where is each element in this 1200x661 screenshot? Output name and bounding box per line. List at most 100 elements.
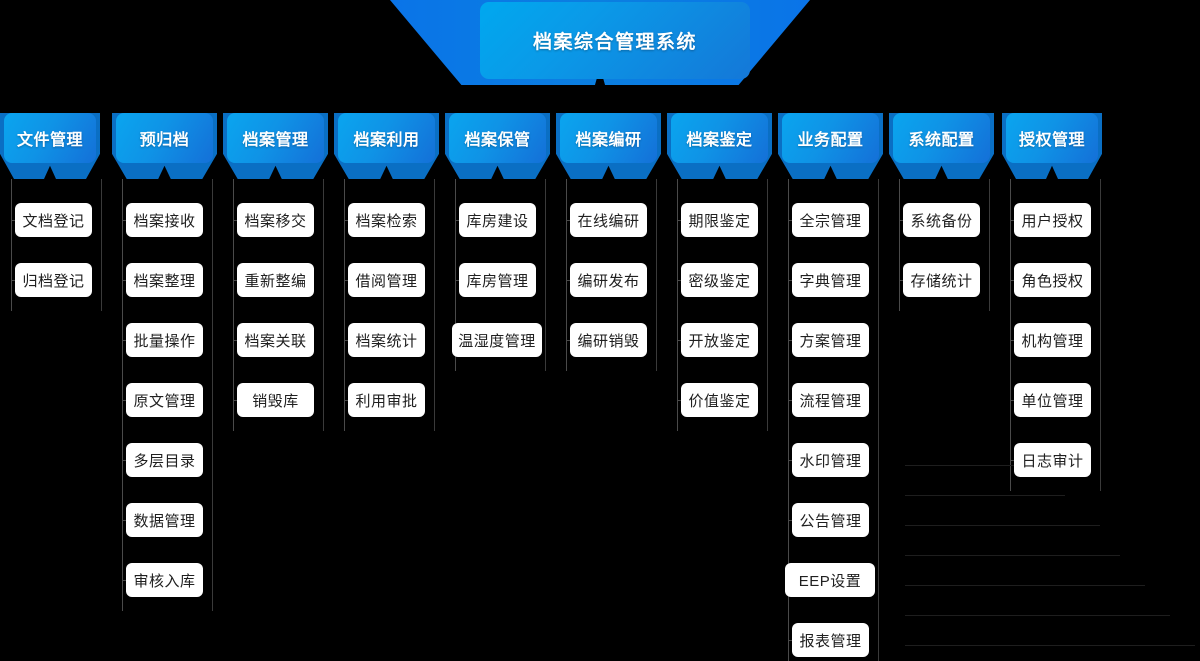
menu-item[interactable]: 库房管理	[459, 263, 536, 297]
menu-item[interactable]: 数据管理	[126, 503, 203, 537]
connector-rail-2	[905, 525, 1100, 526]
menu-item[interactable]: 角色授权	[1014, 263, 1091, 297]
category-banner-plate: 文件管理	[4, 113, 96, 163]
menu-item[interactable]: 多层目录	[126, 443, 203, 477]
menu-item[interactable]: 借阅管理	[348, 263, 425, 297]
menu-item[interactable]: 字典管理	[792, 263, 869, 297]
page-title: 档案综合管理系统	[532, 32, 697, 53]
category-banner-9[interactable]: 系统配置	[889, 113, 994, 179]
connector-stub	[899, 220, 903, 221]
connector-rail-0	[905, 465, 1055, 466]
connector-stub	[122, 340, 126, 341]
menu-item[interactable]: EEP设置	[785, 563, 875, 597]
menu-item[interactable]: 全宗管理	[792, 203, 869, 237]
menu-item-label: 档案检索	[355, 212, 418, 230]
menu-item[interactable]: 编研发布	[570, 263, 647, 297]
category-banner-plate: 业务配置	[782, 113, 879, 163]
connector-stub	[344, 340, 348, 341]
connector-stub	[122, 520, 126, 521]
menu-item[interactable]: 系统备份	[903, 203, 980, 237]
menu-item-label: 数据管理	[133, 512, 196, 530]
menu-item[interactable]: 公告管理	[792, 503, 869, 537]
menu-item-label: 多层目录	[133, 452, 196, 470]
category-banner-1[interactable]: 文件管理	[0, 113, 100, 179]
menu-item[interactable]: 档案关联	[237, 323, 314, 357]
menu-item[interactable]: 报表管理	[792, 623, 869, 657]
menu-item[interactable]: 利用审批	[348, 383, 425, 417]
menu-item[interactable]: 档案接收	[126, 203, 203, 237]
menu-item[interactable]: 在线编研	[570, 203, 647, 237]
menu-item[interactable]: 价值鉴定	[681, 383, 758, 417]
category-banner-4[interactable]: 档案利用	[334, 113, 439, 179]
menu-item[interactable]: 水印管理	[792, 443, 869, 477]
menu-item[interactable]: 档案统计	[348, 323, 425, 357]
category-label: 档案编研	[575, 132, 642, 149]
connector-stub	[233, 280, 237, 281]
menu-item[interactable]: 温湿度管理	[452, 323, 542, 357]
category-banner-7[interactable]: 档案鉴定	[667, 113, 772, 179]
connector-rail-3	[905, 555, 1120, 556]
menu-item-label: 编研发布	[577, 272, 640, 290]
menu-item[interactable]: 审核入库	[126, 563, 203, 597]
connector-stub	[11, 220, 15, 221]
category-label: 系统配置	[908, 132, 975, 149]
connector-guide	[545, 179, 546, 371]
menu-item-label: 档案接收	[133, 212, 196, 230]
system-title-plate: 档案综合管理系统	[480, 2, 750, 79]
category-label: 文件管理	[16, 132, 83, 149]
category-banner-3[interactable]: 档案管理	[223, 113, 328, 179]
menu-item[interactable]: 机构管理	[1014, 323, 1091, 357]
menu-item[interactable]: 密级鉴定	[681, 263, 758, 297]
menu-item[interactable]: 编研销毁	[570, 323, 647, 357]
menu-item-label: 报表管理	[799, 632, 862, 650]
connector-trunk	[344, 179, 345, 431]
menu-item-label: 全宗管理	[799, 212, 862, 230]
category-banner-plate: 档案鉴定	[671, 113, 768, 163]
menu-item-label: 方案管理	[799, 332, 862, 350]
connector-stub	[566, 220, 570, 221]
menu-item-label: 在线编研	[577, 212, 640, 230]
menu-item[interactable]: 存储统计	[903, 263, 980, 297]
menu-item-label: EEP设置	[798, 572, 862, 590]
connector-stub	[677, 280, 681, 281]
menu-item[interactable]: 库房建设	[459, 203, 536, 237]
connector-stub	[1010, 220, 1014, 221]
category-banner-5[interactable]: 档案保管	[445, 113, 550, 179]
menu-item-label: 机构管理	[1021, 332, 1084, 350]
menu-item[interactable]: 期限鉴定	[681, 203, 758, 237]
connector-stub	[122, 580, 126, 581]
connector-stub	[233, 340, 237, 341]
menu-item[interactable]: 原文管理	[126, 383, 203, 417]
menu-item[interactable]: 档案移交	[237, 203, 314, 237]
menu-item[interactable]: 文档登记	[15, 203, 92, 237]
menu-item[interactable]: 销毁库	[237, 383, 314, 417]
menu-item-label: 借阅管理	[355, 272, 418, 290]
category-banner-8[interactable]: 业务配置	[778, 113, 883, 179]
menu-item-label: 库房建设	[466, 212, 529, 230]
category-banner-plate: 档案保管	[449, 113, 546, 163]
category-label: 档案利用	[353, 132, 420, 149]
menu-item[interactable]: 归档登记	[15, 263, 92, 297]
menu-item-label: 水印管理	[799, 452, 862, 470]
menu-item[interactable]: 流程管理	[792, 383, 869, 417]
menu-item[interactable]: 开放鉴定	[681, 323, 758, 357]
menu-item-label: 角色授权	[1021, 272, 1084, 290]
menu-item[interactable]: 档案检索	[348, 203, 425, 237]
category-banner-6[interactable]: 档案编研	[556, 113, 661, 179]
category-label: 档案鉴定	[686, 132, 753, 149]
menu-item[interactable]: 档案整理	[126, 263, 203, 297]
connector-trunk	[788, 179, 789, 661]
connector-stub	[1010, 460, 1014, 461]
menu-item[interactable]: 重新整编	[237, 263, 314, 297]
category-banner-10[interactable]: 授权管理	[1002, 113, 1102, 179]
menu-item[interactable]: 用户授权	[1014, 203, 1091, 237]
connector-stub	[11, 280, 15, 281]
menu-item[interactable]: 日志审计	[1014, 443, 1091, 477]
category-label: 档案管理	[242, 132, 309, 149]
connector-trunk	[455, 179, 456, 371]
menu-item[interactable]: 单位管理	[1014, 383, 1091, 417]
menu-item[interactable]: 批量操作	[126, 323, 203, 357]
menu-item[interactable]: 方案管理	[792, 323, 869, 357]
category-banner-2[interactable]: 预归档	[112, 113, 217, 179]
